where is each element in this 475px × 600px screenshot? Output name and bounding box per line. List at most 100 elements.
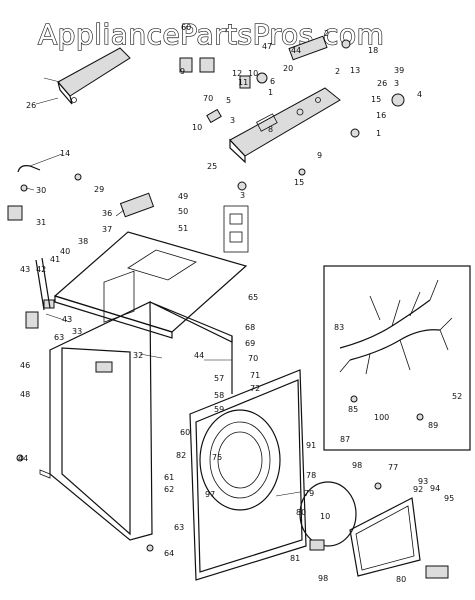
callout-label: 13 bbox=[350, 66, 360, 75]
callout-label: 6 bbox=[270, 77, 275, 86]
callout-label: 39 bbox=[394, 66, 404, 75]
callout-label: 95 bbox=[444, 494, 454, 503]
callout-label: 79 bbox=[304, 489, 314, 498]
callout-label: 37 bbox=[102, 225, 112, 234]
callout-label: 64 bbox=[164, 549, 174, 558]
callout-label: 3 bbox=[394, 79, 399, 88]
cabinet-top bbox=[53, 192, 249, 339]
callout-label: 47 bbox=[262, 42, 272, 51]
watermark-text: AppliancePartsPros.com bbox=[38, 18, 384, 51]
callout-label: 70 bbox=[203, 94, 213, 103]
callout-label: 100 bbox=[374, 413, 389, 422]
callout-label: 60 bbox=[180, 428, 190, 437]
callout-label: 1 bbox=[376, 129, 381, 138]
callout-label: 1 bbox=[268, 88, 273, 97]
control-components bbox=[179, 35, 405, 191]
callout-label: 62 bbox=[164, 485, 174, 494]
front-panel bbox=[189, 369, 307, 581]
callout-label: 82 bbox=[176, 451, 186, 460]
callout-label: 43 bbox=[62, 315, 72, 324]
callout-label: 63 bbox=[54, 333, 64, 342]
callout-label: 26 bbox=[26, 101, 36, 110]
callout-label: 50 bbox=[178, 207, 188, 216]
callout-label: 11 bbox=[238, 78, 248, 87]
callout-label: 32 bbox=[133, 351, 143, 360]
callout-label: 57 bbox=[214, 374, 224, 383]
callout-label: 49 bbox=[178, 192, 188, 201]
lower-small-parts bbox=[16, 454, 382, 552]
callout-label: 61 bbox=[164, 473, 174, 482]
callout-label: 77 bbox=[388, 463, 398, 472]
callout-label: 9 bbox=[317, 151, 322, 160]
callout-label: 70 bbox=[248, 354, 258, 363]
callout-labels: 60 2 47 18 44 9 12 10 20 2 13 39 11 6 26… bbox=[18, 23, 462, 584]
callout-label: 75 bbox=[212, 453, 222, 462]
leader-lines bbox=[25, 77, 301, 497]
callout-label: 3 bbox=[240, 191, 245, 200]
callout-label: 31 bbox=[36, 218, 46, 227]
callout-label: 44 bbox=[291, 46, 301, 55]
callout-label: 42 bbox=[36, 265, 46, 274]
callout-label: 92 bbox=[413, 485, 423, 494]
callout-label: 58 bbox=[214, 391, 224, 400]
callout-label: 78 bbox=[306, 471, 316, 480]
callout-label: 83 bbox=[334, 323, 344, 332]
callout-label: 18 bbox=[368, 46, 378, 55]
callout-label: 16 bbox=[376, 111, 386, 120]
callout-label: 48 bbox=[20, 390, 30, 399]
left-small-parts bbox=[7, 165, 82, 329]
callout-label: 41 bbox=[50, 255, 60, 264]
callout-label: 98 bbox=[352, 461, 362, 470]
callout-label: 9 bbox=[180, 67, 185, 76]
callout-label: 26 bbox=[377, 79, 387, 88]
callout-label: 68 bbox=[245, 323, 255, 332]
callout-label: 65 bbox=[248, 293, 258, 302]
callout-label: 3 bbox=[230, 116, 235, 125]
callout-label: 10 bbox=[192, 123, 202, 132]
callout-label: 40 bbox=[60, 247, 70, 256]
callout-label: 44 bbox=[18, 454, 28, 463]
callout-label: 33 bbox=[72, 327, 82, 336]
callout-label: 44 bbox=[194, 351, 204, 360]
callout-label: 15 bbox=[371, 95, 381, 104]
callout-label: 60 bbox=[181, 23, 191, 32]
callout-label: 97 bbox=[205, 490, 215, 499]
callout-label: 52 bbox=[452, 392, 462, 401]
control-panel bbox=[229, 87, 341, 164]
callout-label: 5 bbox=[226, 96, 231, 105]
callout-label: 46 bbox=[20, 361, 30, 370]
callout-label: 80 bbox=[296, 508, 306, 517]
callout-label: 81 bbox=[290, 554, 300, 563]
callout-label: 30 bbox=[36, 186, 46, 195]
callout-label: 29 bbox=[94, 185, 104, 194]
callout-label: 36 bbox=[102, 209, 112, 218]
callout-label: 2 bbox=[324, 29, 329, 38]
callout-label: 80 bbox=[396, 575, 406, 584]
callout-label: 72 bbox=[250, 384, 260, 393]
wire-harness-inset bbox=[323, 265, 471, 451]
callout-label: 87 bbox=[340, 435, 350, 444]
callout-label: 91 bbox=[306, 441, 316, 450]
callout-label: 51 bbox=[178, 224, 188, 233]
callout-label: 38 bbox=[78, 237, 88, 246]
callout-label: 10 bbox=[320, 512, 330, 521]
callout-label: 71 bbox=[250, 371, 260, 380]
callout-label: 59 bbox=[214, 405, 224, 414]
callout-label: 94 bbox=[430, 484, 440, 493]
callout-label: 8 bbox=[268, 125, 273, 134]
callout-label: 43 bbox=[20, 265, 30, 274]
callout-label: 15 bbox=[294, 178, 304, 187]
callout-label: 10 bbox=[248, 69, 258, 78]
console-top-panel bbox=[57, 47, 131, 105]
cabinet-body bbox=[39, 270, 233, 541]
callout-label: 69 bbox=[245, 339, 255, 348]
callout-label: 12 bbox=[232, 69, 242, 78]
callout-label: 63 bbox=[174, 523, 184, 532]
callout-label: 93 bbox=[418, 477, 428, 486]
callout-label: 98 bbox=[318, 574, 328, 583]
callout-label: 2 bbox=[335, 67, 340, 76]
callout-label: 4 bbox=[417, 90, 422, 99]
callout-label: 14 bbox=[60, 149, 70, 158]
callout-label: 85 bbox=[348, 405, 358, 414]
